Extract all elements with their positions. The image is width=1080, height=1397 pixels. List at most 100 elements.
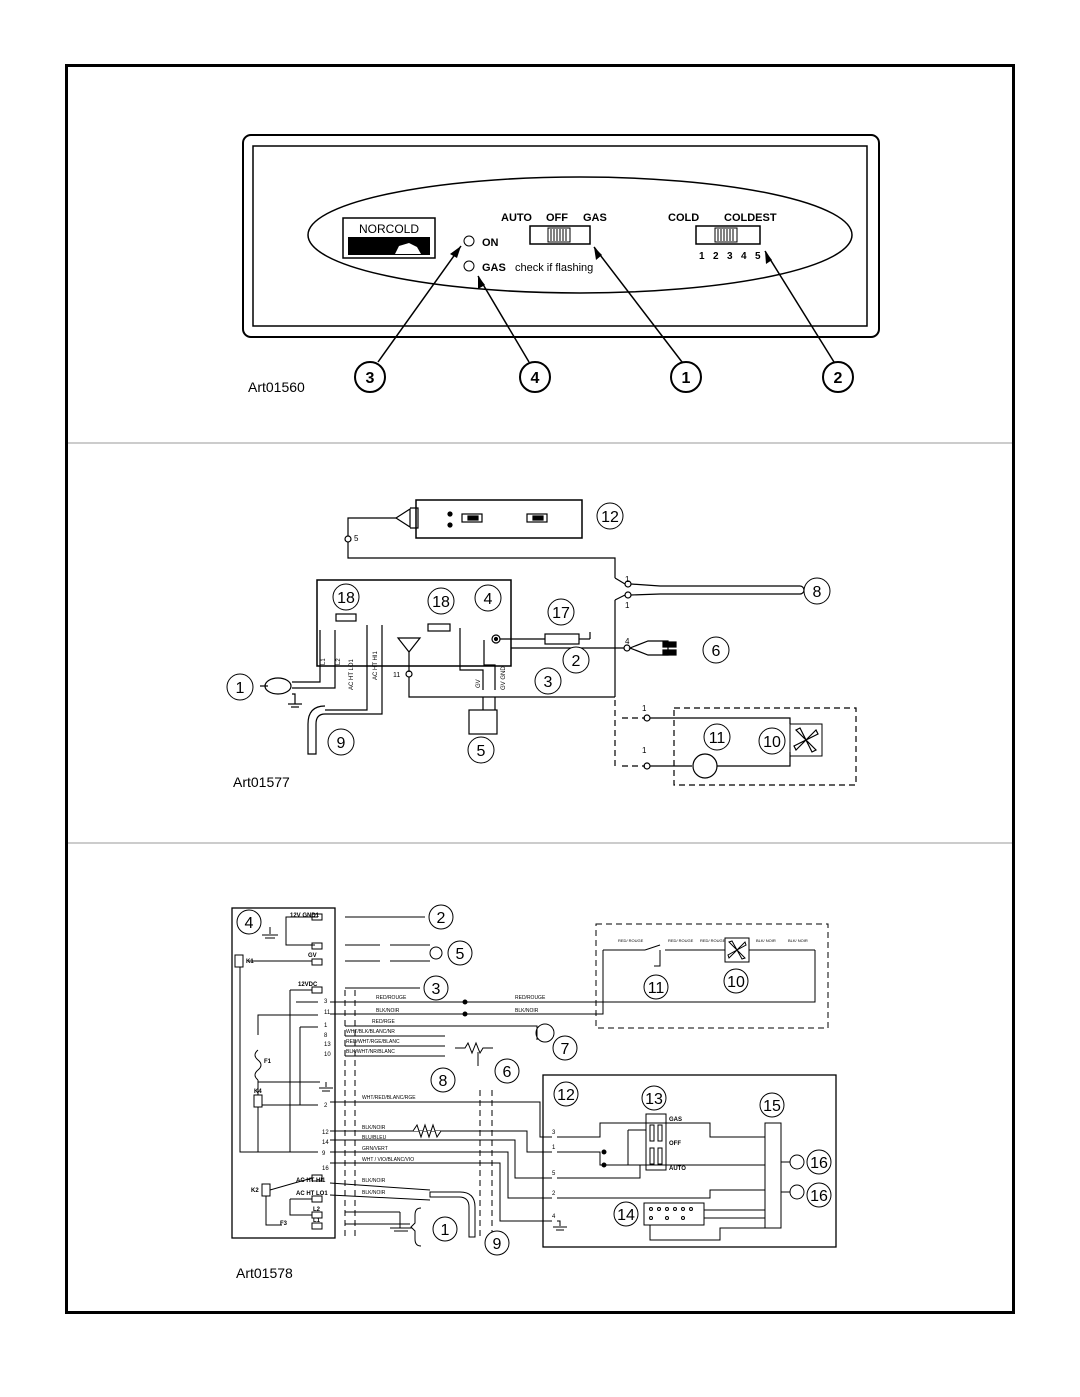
svg-text:3: 3 [432, 981, 441, 998]
term-3: 3 [552, 1130, 556, 1136]
term-4: 4 [552, 1214, 556, 1220]
term-5: 5 [552, 1171, 556, 1177]
gas-led-note: check if flashing [515, 262, 593, 274]
on-led-icon [463, 235, 475, 247]
svg-text:6: 6 [712, 643, 721, 660]
switch-gas: GAS [669, 1117, 682, 1123]
callout-12: 12 [596, 502, 624, 530]
svg-text:3: 3 [366, 370, 375, 387]
svg-text:4: 4 [531, 370, 540, 387]
pin-10: 10 [324, 1052, 331, 1058]
art-id-2: Art01577 [233, 774, 290, 790]
temp-scale-2: 2 [713, 251, 719, 262]
art-id-3: Art01578 [236, 1265, 293, 1281]
fan-red-1: RED/ ROUGE [618, 938, 644, 943]
gas-led-icon [463, 260, 475, 272]
lbl-ac-ht-hi1: AC HT HI1 [296, 1178, 326, 1184]
temp-scale-1: 1 [699, 251, 705, 262]
svg-text:16: 16 [810, 1155, 828, 1172]
callout-17: 17 [547, 598, 575, 626]
fan-red-3: RED/ ROUGE [700, 938, 726, 943]
callout-2: 2 [822, 361, 854, 393]
svg-text:2: 2 [572, 653, 581, 670]
svg-text:11: 11 [709, 730, 726, 747]
svg-text:3: 3 [544, 674, 553, 691]
callout-2: 2 [428, 904, 454, 930]
wire-ac-ht-lo1: AC HT LO1 [349, 658, 355, 690]
callout-3: 3 [423, 975, 449, 1001]
wire-wht-red: WHT/RED/BLANC/RGE [362, 1095, 416, 1101]
callout-5: 5 [447, 940, 473, 966]
svg-text:9: 9 [337, 735, 346, 752]
wire-red-rouge: RED/ROUGE [376, 995, 407, 1001]
callout-16a: 16 [806, 1149, 832, 1175]
lbl-12vdc: 12VDC [298, 982, 318, 988]
wire-ac-ht-hi1: AC HT HI1 [373, 650, 379, 680]
wire-blk-noir-2: BLK/NOIR [362, 1125, 386, 1131]
coldest-label: COLDEST [724, 212, 777, 224]
logo-text: NORCOLD [359, 222, 419, 236]
callout-11: 11 [643, 974, 669, 1000]
pin-1a: 1 [625, 575, 630, 584]
lbl-l2: L2 [313, 1207, 321, 1213]
wire-l2: L2 [336, 658, 342, 665]
lbl-12v-gnd1: 12V GND1 [290, 913, 320, 919]
switch-off: OFF [669, 1141, 681, 1147]
wire-grn-vert: GRN/VERT [362, 1146, 388, 1152]
wire-gv: GV [476, 679, 482, 688]
control-panel: NORCOLD AUTO OFF GAS COLD COLDEST 1 2 3 … [242, 134, 880, 395]
lbl-f3: F3 [280, 1221, 288, 1227]
mode-switch[interactable] [529, 225, 591, 245]
wire-blk-noir-3: BLK/NOIR [362, 1178, 386, 1184]
callout-1: 1 [670, 361, 702, 393]
temperature-switch[interactable] [695, 225, 761, 245]
wire-blk-wht: BLK/WHT/NR/BLANC [346, 1049, 395, 1055]
svg-text:4: 4 [245, 915, 254, 932]
auto-label: AUTO [501, 212, 532, 224]
svg-text:8: 8 [813, 584, 822, 601]
wire-right-blk: BLK/NOIR [515, 1008, 539, 1014]
callout-1: 1 [432, 1216, 458, 1242]
svg-text:10: 10 [763, 734, 781, 751]
lbl-ac-ht-lo1: AC HT LO1 [296, 1191, 328, 1197]
callout-9: 9 [484, 1230, 510, 1256]
lbl-k1: K1 [246, 959, 254, 965]
svg-text:2: 2 [437, 910, 446, 927]
wire-blk-noir-4: BLK/NOIR [362, 1190, 386, 1196]
svg-text:2: 2 [834, 370, 843, 387]
svg-text:1: 1 [236, 680, 245, 697]
wiring-overview [260, 499, 857, 786]
cold-label: COLD [668, 212, 699, 224]
svg-text:7: 7 [561, 1041, 570, 1058]
svg-text:12: 12 [557, 1087, 575, 1104]
callout-8: 8 [430, 1067, 456, 1093]
callout-3: 3 [354, 361, 386, 393]
pin-11: 11 [324, 1010, 331, 1016]
callout-10: 10 [723, 968, 749, 994]
pin-5: 5 [354, 534, 359, 543]
callout-10: 10 [758, 727, 786, 755]
temp-scale-3: 3 [727, 251, 733, 262]
svg-text:4: 4 [484, 591, 493, 608]
svg-text:8: 8 [439, 1073, 448, 1090]
schematic [231, 907, 837, 1248]
wire-red-wht: RED/WHT/RGE/BLANC [346, 1039, 400, 1045]
wire-gv-gnd: GV GND [501, 666, 507, 690]
lbl-f1: F1 [264, 1059, 272, 1065]
wire-wht-vio: WHT / VIO/BLANC/VIO [362, 1157, 414, 1163]
wiring-overview-labels: 5 1 1 4 1 1 11 L1 L2 AC HT LO1 AC HT HI1… [233, 534, 647, 790]
callout-16b: 16 [806, 1182, 832, 1208]
wire-blu-bleu: BLU/BLEU [362, 1135, 387, 1141]
lbl-gv: GV [308, 953, 317, 959]
svg-text:6: 6 [503, 1064, 512, 1081]
off-label: OFF [546, 212, 568, 224]
pin-14: 14 [322, 1140, 329, 1146]
pin-9: 9 [322, 1151, 326, 1157]
svg-text:12: 12 [601, 509, 619, 526]
on-led-label: ON [482, 237, 499, 249]
fan-red-2: RED/ ROUGE [668, 938, 694, 943]
svg-text:15: 15 [763, 1098, 781, 1115]
callout-6: 6 [494, 1058, 520, 1084]
callout-13: 13 [641, 1085, 667, 1111]
